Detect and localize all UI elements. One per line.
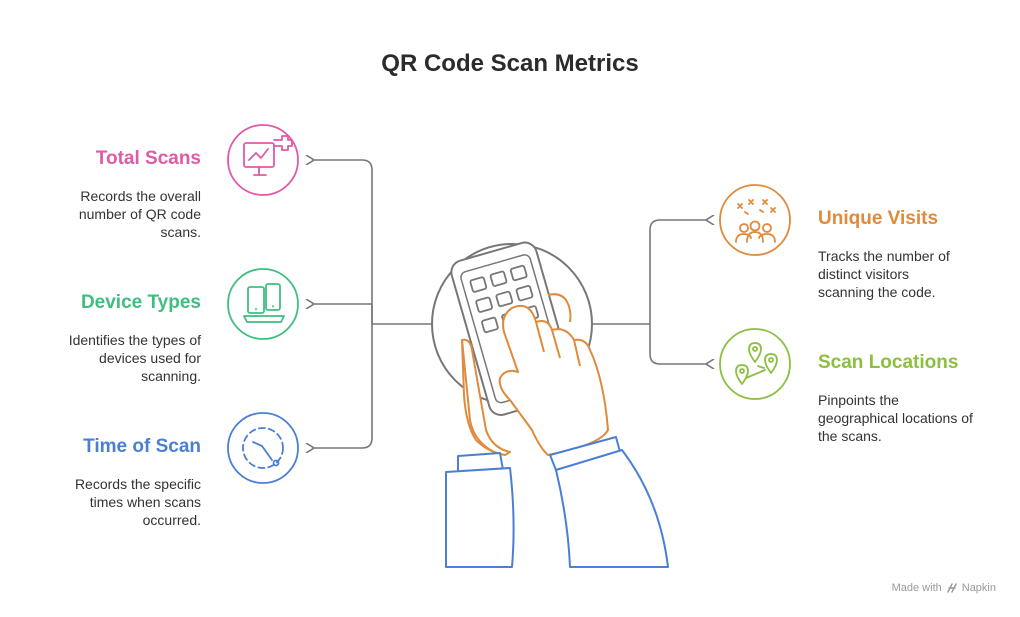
time-of-scan-description: Records the specific times when scans oc…	[74, 476, 201, 528]
total-scans-title: Total Scans	[95, 148, 201, 169]
scan-locations-title: Scan Locations	[818, 352, 959, 373]
people-icon	[719, 184, 791, 256]
device-types-title: Device Types	[80, 292, 201, 313]
unique-visits-description: Tracks the number of distinct visitors s…	[818, 248, 950, 300]
clock-icon	[227, 412, 299, 484]
devices-icon	[227, 268, 299, 340]
monitor-chart-icon	[227, 124, 299, 196]
device-types-description: Identifies the types of devices used for…	[68, 332, 201, 384]
scan-locations-description: Pinpoints the geographical locations of …	[818, 392, 973, 444]
page-title: QR Code Scan Metrics	[381, 50, 639, 77]
footer-label: Made with	[891, 582, 942, 594]
connectors-right	[592, 220, 706, 364]
hand-holding-phone-icon	[431, 241, 669, 568]
unique-visits-title: Unique Visits	[818, 208, 939, 229]
footer-attribution: Made with Napkin	[892, 582, 996, 594]
time-of-scan-title: Time of Scan	[83, 436, 201, 457]
napkin-logo-icon	[947, 583, 957, 593]
footer-brand: Napkin	[961, 582, 996, 594]
map-pins-icon	[719, 328, 791, 400]
connectors-left	[314, 160, 433, 448]
total-scans-description: Records the overall number of QR code sc…	[78, 188, 201, 240]
